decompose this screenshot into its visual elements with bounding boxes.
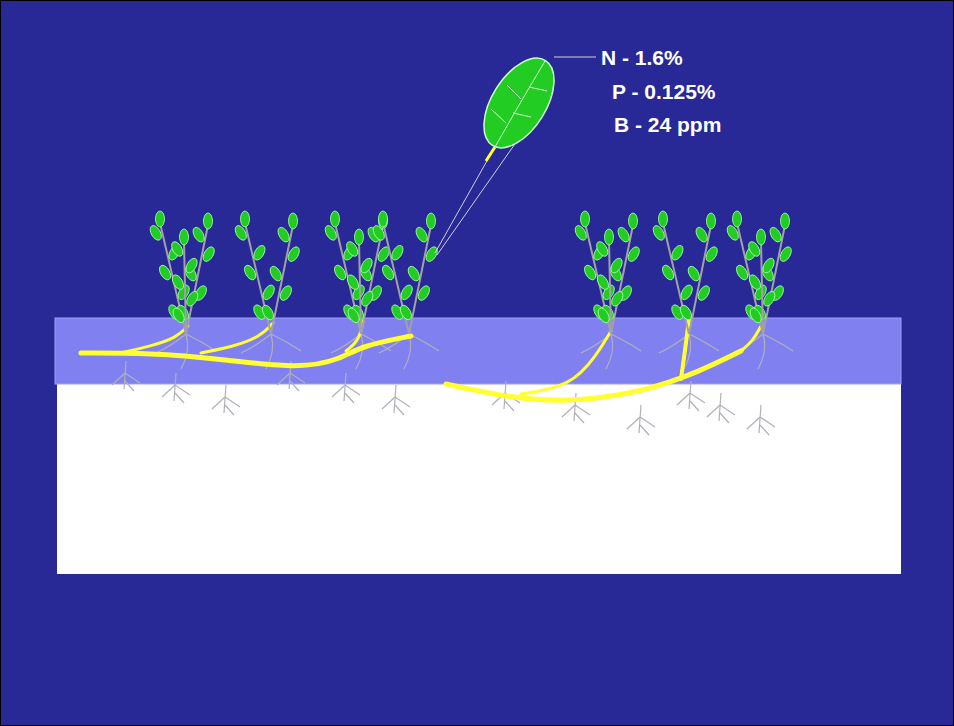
subsoil (57, 384, 901, 574)
rhizome (81, 319, 761, 400)
nutrient-value: P - 0.125% (612, 80, 716, 103)
nutrient-value: B - 24 ppm (614, 113, 721, 136)
nutrient-value: N - 1.6% (601, 46, 683, 69)
topsoil-band (55, 318, 901, 384)
leaf-callout (435, 46, 596, 255)
plants (148, 211, 794, 334)
